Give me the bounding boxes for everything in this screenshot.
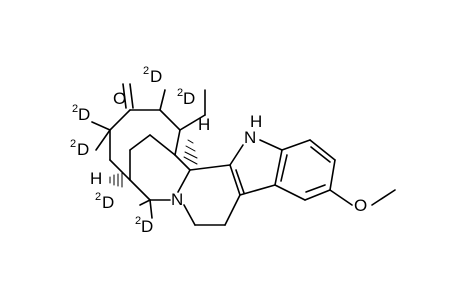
bond-co-c4 — [109, 109, 131, 131]
isotope-d1: 2 — [143, 65, 149, 77]
bond-c5-c6 — [109, 159, 131, 181]
bond-c1-d — [159, 89, 166, 111]
bond-c7b-c6b-inner — [310, 146, 331, 163]
bond-c2-c3 — [174, 154, 191, 171]
atom-indole-nitrogen: N — [244, 128, 256, 147]
bond-c4b-c3a — [274, 184, 306, 201]
atom-hydrogen-right: H — [198, 115, 210, 134]
bond-bridge-2 — [129, 134, 151, 151]
atom-hydrogen-left: H — [90, 169, 102, 188]
bond-c4-d-bot — [95, 129, 111, 151]
bond-c2-c3 — [174, 129, 181, 156]
bond-n-c3 — [177, 169, 191, 193]
hash-h-right-3 — [184, 151, 198, 159]
bond-c2ind-nh — [229, 144, 244, 166]
bond-c5b-o — [329, 189, 353, 206]
stereo-hashes — [109, 139, 198, 188]
atom-d5: D — [102, 193, 114, 212]
bond-c6b-c5b — [329, 159, 336, 191]
bond-c6-cd2 — [129, 179, 151, 201]
isotope-d3: 2 — [72, 103, 78, 115]
bond-c7a-c7b — [281, 139, 311, 151]
atom-d1: D — [150, 67, 162, 86]
bond-c7-c3a — [239, 184, 276, 196]
bond-cd2-d-right — [149, 199, 153, 219]
hash-h-right-2 — [185, 145, 196, 152]
bond-c2ind-c7 — [229, 164, 241, 196]
atom-d6: D — [141, 217, 153, 236]
atom-d4: D — [77, 140, 89, 159]
bond-ch2-c7 — [224, 194, 241, 226]
bond-o-me — [371, 189, 396, 206]
bond-carbonyl-1 — [122, 83, 127, 109]
bond-c3a-c7a — [274, 149, 283, 186]
atom-nh-hydrogen: H — [250, 112, 262, 131]
bond-c7b-c6b — [309, 139, 336, 161]
isotope-d6: 2 — [135, 215, 141, 227]
hash-h-right-1 — [187, 139, 194, 144]
bond-c2ind-c7-inner — [235, 169, 245, 194]
atom-amine-nitrogen: N — [171, 190, 183, 209]
atom-d3: D — [78, 105, 90, 124]
bond-carbonyl-2 — [129, 83, 134, 109]
bond-n-ch2 — [183, 204, 196, 226]
bond-c3-c2ind — [189, 164, 231, 171]
bond-c1-ethyl — [179, 114, 206, 131]
bond-c5b-c4b-inner — [305, 184, 326, 193]
bond-c4-d-top — [91, 121, 111, 131]
atom-d2: D — [183, 89, 195, 108]
bond-nh-c7a — [259, 139, 283, 151]
bond-c1-c2 — [159, 109, 181, 131]
atom-ether-oxygen: O — [354, 196, 367, 215]
bond-bridge-3 — [149, 134, 176, 156]
isotope-d5: 2 — [95, 191, 101, 203]
hash-h-right-4 — [183, 156, 198, 165]
bond-skeleton — [91, 83, 396, 226]
bond-c5b-c4b — [304, 189, 331, 201]
atom-ketone-oxygen: O — [113, 89, 126, 108]
isotope-d4: 2 — [70, 138, 76, 150]
bond-c3a-c7a-inner — [280, 154, 288, 182]
isotope-d2: 2 — [177, 87, 183, 99]
bond-cd2-d-left — [139, 199, 151, 206]
